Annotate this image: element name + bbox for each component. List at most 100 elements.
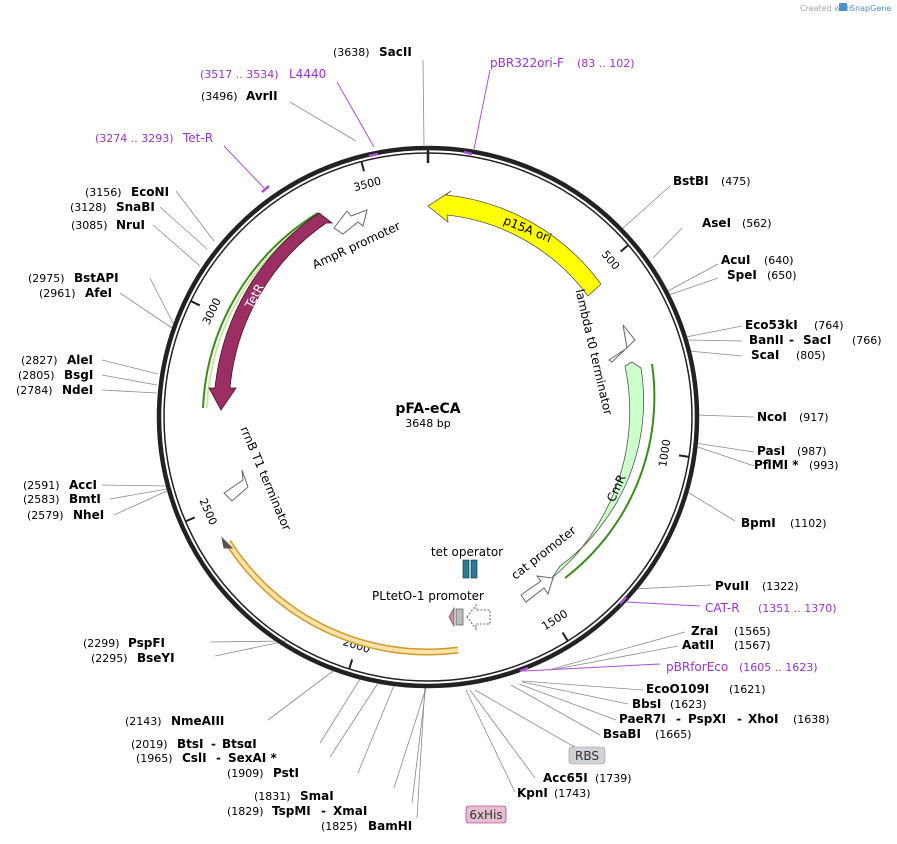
enzyme-separator: - — [737, 712, 742, 726]
enzyme-asei[interactable]: AseI (562) — [702, 216, 772, 230]
enzyme-bseyi[interactable]: (2295) BseYI — [91, 651, 175, 665]
enzyme-scai[interactable]: ScaI (805) — [751, 348, 826, 362]
enzyme-bstbi[interactable]: BstBI (475) — [673, 174, 751, 188]
enzyme-pvuii[interactable]: PvuII (1322) — [715, 579, 799, 593]
enzyme-bsgi[interactable]: (2805) BsgI — [18, 368, 93, 382]
enzyme-snabi[interactable]: (3128) SnaBI — [70, 200, 155, 214]
enzyme-bstapi[interactable]: (2975) BstAPI — [28, 271, 119, 285]
enzyme-btsi[interactable]: (2019) BtsI - BtsαI — [131, 737, 257, 751]
tag-label: RBS — [575, 749, 599, 763]
enzyme-pflmi[interactable]: PflMI * (993) — [754, 458, 839, 472]
enzyme-paer7i[interactable]: PaeR7I - PspXI - XhoI (1638) — [619, 712, 830, 726]
enzyme-pasi[interactable]: PasI (987) — [757, 444, 827, 458]
enzyme-tspmi[interactable]: (1829) TspMI - XmaI — [227, 804, 367, 818]
primer-range: (1605 .. 1623) — [739, 661, 818, 674]
enzyme-pos: (1829) — [227, 805, 264, 818]
enzyme-ndei[interactable]: (2784) NdeI — [16, 383, 93, 397]
enzyme-pos: (562) — [742, 217, 772, 230]
primer-range: (83 .. 102) — [577, 57, 635, 70]
enzyme-pos: (650) — [767, 269, 797, 282]
enzyme-bamhi[interactable]: (1825) BamHI — [321, 819, 412, 833]
primer-cat-r[interactable]: CAT-R (1351 .. 1370) — [705, 601, 837, 615]
primer-name: L4440 — [289, 67, 326, 81]
enzyme-pos: (3638) — [333, 46, 370, 59]
feature-label: tet operator — [431, 545, 503, 559]
enzyme-name: PvuII — [715, 579, 749, 593]
plasmid-length: 3648 bp — [405, 417, 450, 430]
primer-l4440[interactable]: (3517 .. 3534) L4440 — [200, 67, 326, 81]
enzyme-spei[interactable]: SpeI (650) — [727, 268, 797, 282]
enzyme-csli[interactable]: (1965) CslI - SexAI * — [136, 751, 277, 765]
enzyme-eco53ki[interactable]: Eco53kI (764) — [745, 318, 844, 332]
enzyme-pos: (2583) — [23, 493, 60, 506]
feature-rrnb-terminator[interactable]: rrnB T1 terminator — [223, 424, 294, 533]
enzyme-pos: (1965) — [136, 752, 173, 765]
enzyme-name: XhoI — [748, 712, 779, 726]
enzyme-bmti[interactable]: (2583) BmtI — [23, 492, 101, 506]
enzyme-name: SacI — [803, 333, 831, 347]
enzyme-name: NmeAIII — [171, 714, 224, 728]
feature-label: cat promoter — [508, 523, 578, 582]
enzyme-name: BstAPI — [74, 271, 119, 285]
enzyme-pos: (1909) — [227, 767, 264, 780]
enzyme-name: EcoO109I — [646, 682, 709, 696]
feature-tetr[interactable]: TetR — [202, 212, 334, 411]
enzyme-name: NheI — [73, 508, 104, 522]
feature-p15a-ori[interactable]: p15A ori — [427, 190, 602, 297]
enzyme-name: KpnI — [517, 786, 548, 800]
tick-label: 1000 — [656, 438, 673, 468]
enzyme-psti[interactable]: (1909) PstI — [227, 766, 299, 780]
enzyme-name: SmaI — [300, 789, 334, 803]
enzyme-afei[interactable]: (2961) AfeI — [39, 286, 112, 300]
enzyme-pspfi[interactable]: (2299) PspFI — [83, 636, 165, 650]
enzyme-nhei[interactable]: (2579) NheI — [27, 508, 104, 522]
feature-tet-operator[interactable]: tet operator — [431, 545, 503, 579]
enzyme-pos: (1621) — [729, 683, 766, 696]
enzyme-nmeaiii[interactable]: (2143) NmeAIII — [125, 714, 224, 728]
enzyme-sacii[interactable]: (3638) SacII — [333, 45, 412, 59]
feature-orange-cds[interactable] — [221, 536, 459, 656]
enzyme-econi[interactable]: (3156) EcoNI — [85, 185, 169, 199]
enzyme-name: NcoI — [757, 410, 787, 424]
primer-pbr322ori-f[interactable]: pBR322ori-F (83 .. 102) — [490, 56, 635, 70]
enzyme-name: BanII — [749, 333, 784, 347]
enzyme-pos: (1322) — [762, 580, 799, 593]
enzyme-kpni[interactable]: KpnI (1743) — [517, 786, 591, 800]
enzyme-aatii[interactable]: AatII (1567) — [682, 638, 771, 652]
enzyme-name: AcuI — [721, 253, 750, 267]
enzyme-acc65i[interactable]: Acc65I (1739) — [543, 771, 632, 785]
enzyme-nrui[interactable]: (3085) NruI — [71, 218, 145, 232]
tick-label: 2500 — [197, 496, 220, 527]
tick-label: 3000 — [200, 296, 224, 327]
tag-rbs[interactable]: RBS — [568, 746, 606, 765]
enzyme-pos: (1739) — [595, 772, 632, 785]
enzyme-bpmi[interactable]: BpmI (1102) — [741, 516, 827, 530]
primer-tet-r[interactable]: (3274 .. 3293) Tet-R — [95, 131, 213, 145]
tag-6xhis[interactable]: 6xHis — [465, 805, 507, 824]
enzyme-bsabi[interactable]: BsaBI (1665) — [603, 727, 692, 741]
enzyme-bbsi[interactable]: BbsI (1623) — [632, 697, 707, 711]
enzyme-ncoi[interactable]: NcoI (917) — [757, 410, 829, 424]
enzyme-zrai[interactable]: ZraI (1565) — [691, 624, 771, 638]
enzyme-acci[interactable]: (2591) AccI — [23, 478, 97, 492]
snapgene-logo-icon — [839, 3, 847, 11]
feature-lambda-terminator[interactable]: lambda t0 terminator — [573, 288, 636, 417]
tick-mark — [185, 516, 196, 523]
feature-pltet-promoter[interactable]: PLtetO-1 promoter — [372, 589, 491, 631]
enzyme-acui[interactable]: AcuI (640) — [721, 253, 794, 267]
enzyme-pos: (2143) — [125, 715, 162, 728]
enzyme-pos: (987) — [797, 445, 827, 458]
enzyme-name: PflMI * — [754, 458, 799, 472]
enzyme-name: TspMI — [272, 804, 311, 818]
enzyme-banii-saci[interactable]: BanII - SacI (766) — [749, 333, 882, 347]
enzyme-pos: (2975) — [28, 272, 65, 285]
enzyme-avrii[interactable]: (3496) AvrII — [201, 89, 278, 103]
enzyme-pos: (3156) — [85, 186, 122, 199]
primer-pbrforeco[interactable]: pBRforEco (1605 .. 1623) — [666, 660, 818, 674]
enzyme-smai[interactable]: (1831) SmaI — [254, 789, 334, 803]
enzyme-alei[interactable]: (2827) AleI — [21, 353, 93, 367]
enzyme-eco0109i[interactable]: EcoO109I (1621) — [646, 682, 766, 696]
enzyme-pos: (766) — [852, 334, 882, 347]
enzyme-pos: (917) — [799, 411, 829, 424]
